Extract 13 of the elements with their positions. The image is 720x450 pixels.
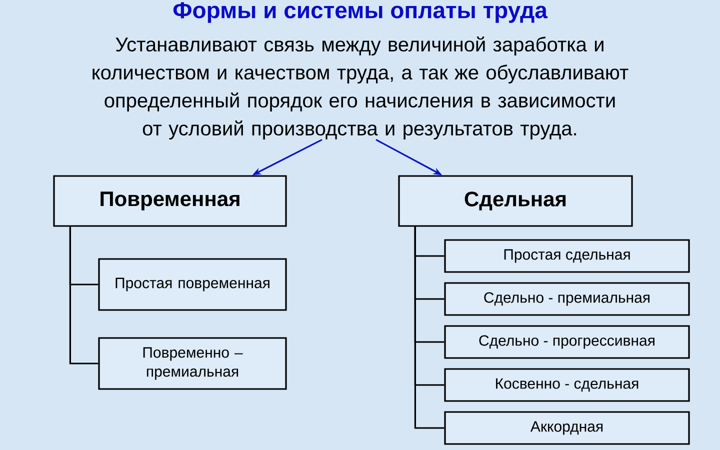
subtype-box: Простая сдельная — [444, 239, 690, 273]
subtype-box: Сдельно - прогрессивная — [444, 325, 690, 359]
subtype-box: Повременно – премиальная — [98, 337, 287, 390]
connector-line — [69, 226, 98, 364]
subtype-box: Аккордная — [444, 411, 690, 445]
subtype-box: Простая повременная — [98, 258, 287, 311]
category-box: Сдельная — [398, 175, 633, 227]
description-text: Устанавливают связь между величиной заработка и количеством и качеством труда, а так же обуславливают определенный порядок его начисления в зависимости от условий производства и результатов труда. — [92, 36, 628, 140]
subtype-box: Сдельно - премиальная — [444, 282, 690, 316]
subtype-box: Косвенно - сдельная — [444, 368, 690, 402]
title: Формы и системы оплаты труда — [173, 2, 548, 23]
category-box: Повременная — [53, 175, 287, 227]
connector-line — [414, 226, 444, 429]
